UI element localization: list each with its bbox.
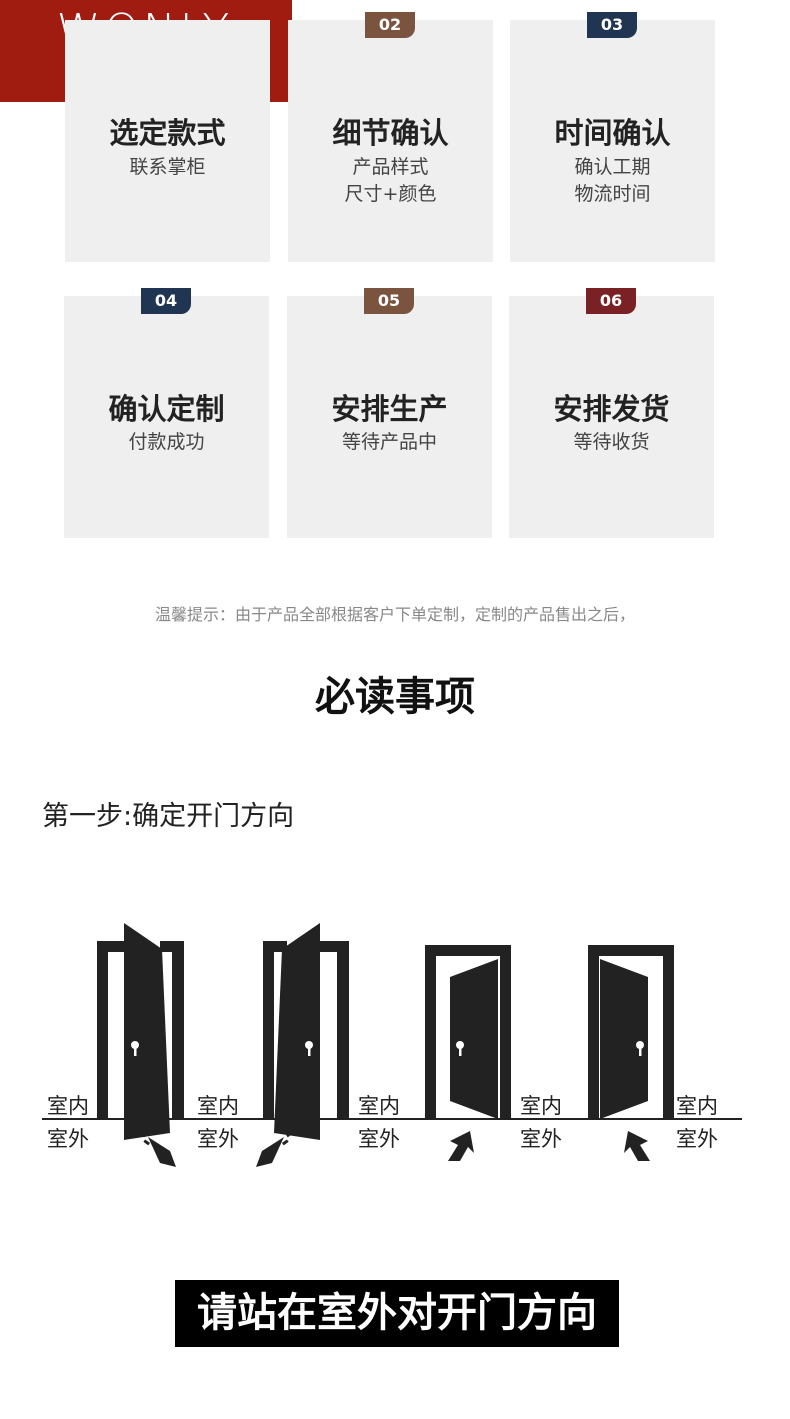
step-number-badge: 04 xyxy=(141,288,191,314)
step-number-badge: 06 xyxy=(586,288,636,314)
label-outdoor: 室外 xyxy=(676,1127,718,1151)
label-outdoor: 室外 xyxy=(520,1127,562,1151)
step-title: 安排生产 xyxy=(331,392,448,426)
step-number-badge: 05 xyxy=(364,288,414,314)
door-inward-left-icon xyxy=(588,945,674,1119)
label-indoor: 室内 xyxy=(358,1094,400,1118)
door-inward-right-icon xyxy=(425,945,511,1119)
arrow-inward-icon xyxy=(448,1131,474,1161)
door-direction-diagram: 室内 室外 室内 室外 室内 室外 室内 室外 室内 室外 xyxy=(42,923,742,1167)
step-card-4: 04 确认定制 付款成功 xyxy=(64,288,269,538)
step-line1: 联系掌柜 xyxy=(129,156,206,178)
step-card-5: 05 安排生产 等待产品中 xyxy=(287,288,492,538)
step-card-3: 03 时间确认 确认工期 物流时间 xyxy=(510,12,715,262)
door-outward-left-icon xyxy=(97,923,184,1140)
must-read-heading: 必读事项 xyxy=(315,674,475,720)
step-line1: 等待收货 xyxy=(573,431,650,453)
label-outdoor: 室外 xyxy=(47,1127,89,1151)
label-indoor: 室内 xyxy=(47,1094,89,1118)
arrow-outward-icon xyxy=(139,1131,176,1167)
label-indoor: 室内 xyxy=(520,1094,562,1118)
step-card-6: 06 安排发货 等待收货 xyxy=(509,288,714,538)
step-title: 安排发货 xyxy=(553,392,670,426)
step-line1: 等待产品中 xyxy=(341,431,437,453)
arrow-outward-icon xyxy=(256,1131,293,1167)
door-outward-right-icon xyxy=(263,923,349,1140)
instruction-banner: 请站在室外对开门方向 xyxy=(175,1280,619,1347)
step-card-1: 选定款式 联系掌柜 xyxy=(65,20,270,262)
step-title: 时间确认 xyxy=(554,116,671,150)
step-title: 选定款式 xyxy=(109,116,226,150)
step-card-2: 02 细节确认 产品样式 尺寸+颜色 xyxy=(288,12,493,262)
step-line1: 付款成功 xyxy=(128,431,205,453)
step-number-badge: 03 xyxy=(587,12,637,38)
step-number-badge: 02 xyxy=(365,12,415,38)
warm-tip-text: 温馨提示：由于产品全部根据客户下单定制，定制的产品售出之后， xyxy=(154,605,635,624)
step-line2: 物流时间 xyxy=(574,183,651,205)
step-one-heading: 第一步:确定开门方向 xyxy=(42,801,295,832)
step-line2: 尺寸+颜色 xyxy=(344,183,437,205)
label-outdoor: 室外 xyxy=(197,1127,239,1151)
step-line1: 产品样式 xyxy=(352,156,429,178)
label-indoor: 室内 xyxy=(676,1094,718,1118)
label-outdoor: 室外 xyxy=(358,1127,400,1151)
step-title: 确认定制 xyxy=(108,392,225,426)
step-line1: 确认工期 xyxy=(574,156,651,178)
arrow-inward-icon xyxy=(624,1131,650,1161)
step-title: 细节确认 xyxy=(332,116,449,150)
label-indoor: 室内 xyxy=(197,1094,239,1118)
